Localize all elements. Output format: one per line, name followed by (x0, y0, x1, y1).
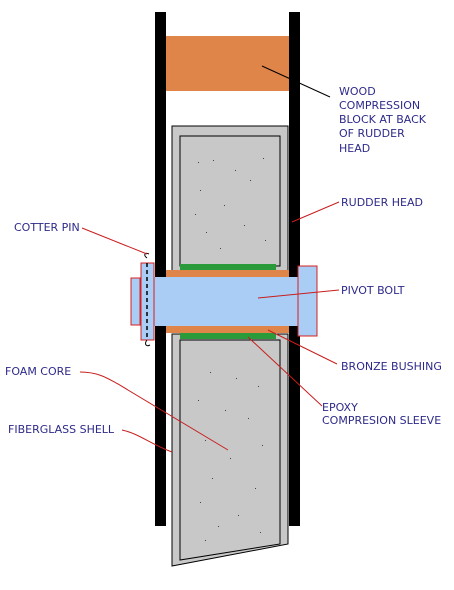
pivot-bolt-shank (140, 277, 298, 326)
label-foam-core: FOAM CORE (5, 365, 71, 378)
label-bronze-bushing: BRONZE BUSHING (341, 360, 442, 373)
leader-cotter-pin (81, 227, 148, 255)
label-rudder-head: RUDDER HEAD (341, 196, 423, 209)
wood-compression-block (166, 36, 289, 91)
upper-foam-core (179, 135, 281, 267)
bronze-bushing-bottom (166, 326, 289, 333)
leader-rudder-head (291, 201, 340, 223)
leader-pivot-bolt (257, 289, 340, 299)
right-cheek-plate (289, 12, 300, 526)
label-epoxy-sleeve: EPOXY COMPRESION SLEEVE (322, 401, 441, 427)
left-cheek-plate (155, 12, 166, 526)
epoxy-sleeve-bottom (180, 333, 276, 339)
leader-epoxy-sleeve (247, 336, 323, 407)
label-wood-block: WOOD COMPRESSION BLOCK AT BACK OF RUDDER… (339, 85, 430, 155)
cotter-pin-tail (145, 339, 151, 347)
bolt-nut-left (130, 277, 141, 326)
bolt-head-right (297, 265, 318, 337)
leader-foam-core (79, 371, 229, 451)
label-pivot-bolt: PIVOT BOLT (341, 284, 405, 297)
leader-fiberglass-shell (121, 429, 173, 453)
leader-wood-block (261, 65, 331, 98)
foam-speckles (195, 158, 266, 541)
lower-foam-core (179, 339, 281, 561)
bronze-bushing-top (166, 270, 289, 277)
label-fiberglass-shell: FIBERGLASS SHELL (8, 423, 115, 436)
leader-bronze-bushing (267, 329, 338, 365)
epoxy-sleeve-top (180, 264, 276, 270)
label-cotter-pin: COTTER PIN (14, 221, 80, 234)
cotter-pin-icon (144, 252, 150, 259)
